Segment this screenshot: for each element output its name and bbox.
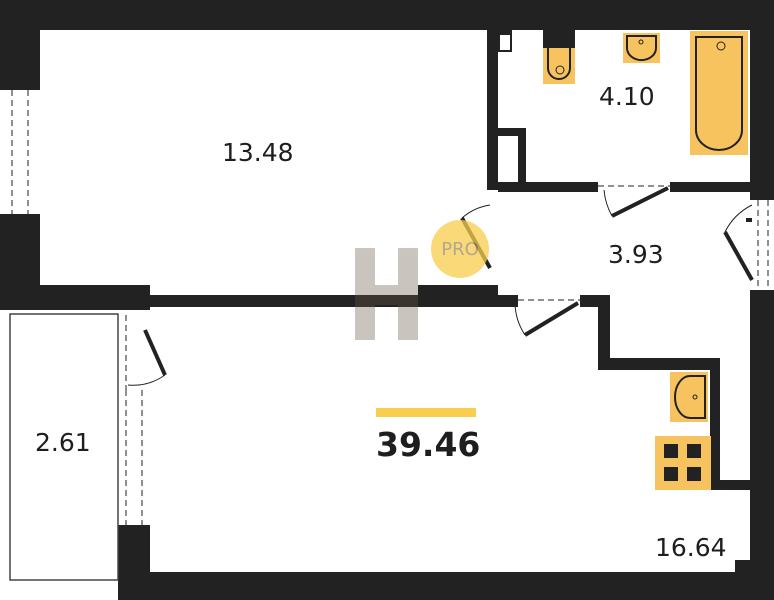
room-area-kitchen: 16.64 bbox=[655, 533, 727, 562]
room-area-bathroom: 4.10 bbox=[599, 82, 655, 111]
fixtures bbox=[543, 30, 748, 490]
total-area: 39.46 bbox=[376, 425, 481, 464]
room-area-balcony: 2.61 bbox=[35, 428, 91, 457]
pro-badge: PRO bbox=[431, 220, 489, 278]
doors bbox=[127, 186, 754, 386]
room-area-hallway: 3.93 bbox=[608, 240, 664, 269]
total-area-accent-bar bbox=[376, 408, 476, 417]
balcony-outline bbox=[9, 313, 119, 581]
windows bbox=[11, 90, 769, 525]
room-area-living-room: 13.48 bbox=[222, 138, 294, 167]
watermark-logo bbox=[355, 248, 418, 340]
